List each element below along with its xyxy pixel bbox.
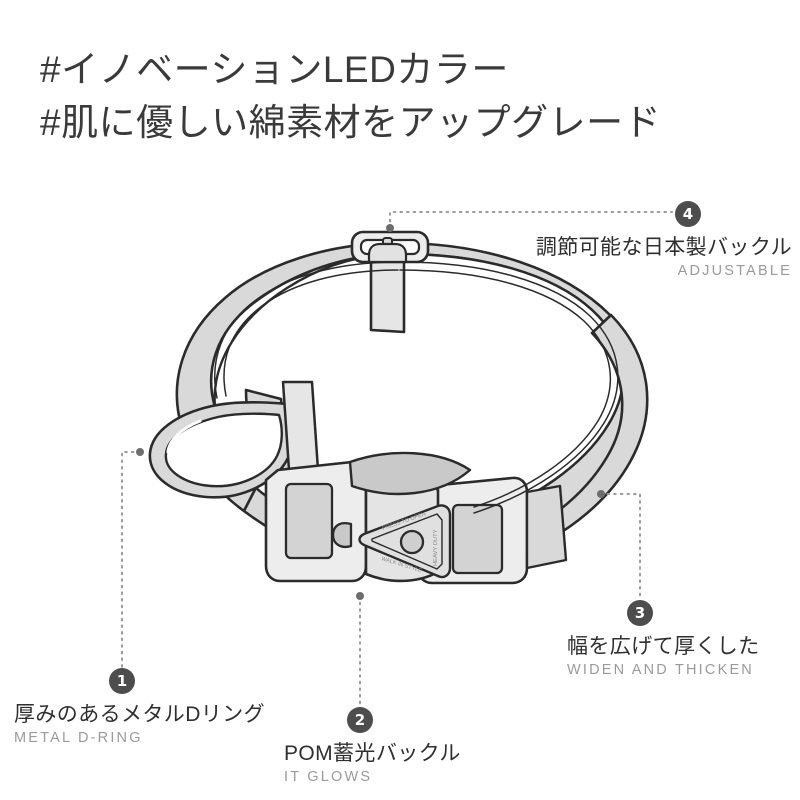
buckle-brand-plate: [358, 504, 452, 579]
buckle-plate-bevel: [371, 513, 443, 570]
strap-band: [175, 241, 648, 564]
leader-dot-4: [386, 224, 394, 232]
page-title: #イノベーションLEDカラー #肌に優しい綿素材をアップグレード: [40, 44, 780, 149]
d-ring-outer: [148, 400, 294, 499]
adjuster-center-bar: [382, 237, 393, 258]
leader-line-4: [389, 211, 673, 229]
buckle-male-body: [264, 460, 368, 583]
callout-badge-3: 3: [627, 600, 653, 626]
callout-4-title: 調節可能な日本製バックル: [535, 236, 792, 259]
buckle-center-rivet: [399, 529, 425, 555]
metal-d-ring: [148, 380, 320, 499]
buckle-female-window: [451, 503, 504, 575]
callout-badge-1: 1: [109, 668, 135, 694]
headline-line-1: #イノベーションLEDカラー: [40, 49, 509, 90]
headline-line-2: #肌に優しい綿素材をアップグレード: [40, 101, 662, 143]
strap-thickness-lines: [213, 261, 619, 514]
callout-4-subtitle: ADJUSTABLE: [677, 263, 792, 280]
callout-2: POM蓄光バックル IT GLOWS: [284, 741, 461, 789]
d-ring-highlight: [166, 419, 202, 454]
leader-dot-3: [597, 490, 605, 498]
strap-far-right: [395, 241, 648, 564]
leader-line-1: [121, 451, 141, 669]
strap-bottom-left: [242, 472, 347, 562]
buckle-center-bridge: [364, 472, 440, 583]
adjuster-frame-slot: [359, 238, 421, 256]
d-ring-keeper: [281, 380, 320, 472]
buckle-male-window: [284, 482, 334, 560]
plate-text-side: HEAVY DUTY: [433, 529, 439, 566]
callout-3-title: 幅を広げて厚くした: [567, 635, 760, 658]
callout-1-title: 厚みのあるメタルDリング: [14, 703, 265, 726]
thickness-line-right-2: [399, 269, 611, 508]
callout-3-subtitle: WIDEN AND THICKEN: [567, 662, 754, 679]
thickness-line-left-1: [213, 261, 399, 399]
strap-near-front: [244, 313, 649, 562]
collar-group: PRESS TO OPEN WALK IN STYLE HEAVY DUTY: [148, 230, 649, 585]
callout-1-subtitle: METAL D-RING: [14, 730, 143, 747]
callout-badge-2: 2: [347, 707, 373, 733]
near-strap-left: [244, 388, 350, 518]
d-ring-inner: [164, 412, 283, 488]
callout-2-title: POM蓄光バックル: [284, 742, 461, 765]
callout-1: 厚みのあるメタルDリング METAL D-RING: [14, 702, 265, 750]
callout-3: 幅を広げて厚くした WIDEN AND THICKEN: [567, 634, 760, 682]
leader-dot-2: [356, 592, 364, 600]
callout-2-subtitle: IT GLOWS: [284, 769, 373, 786]
adjuster-strap-tail: [369, 250, 406, 334]
buckle-release-arm-left: [331, 522, 353, 548]
callout-4: 調節可能な日本製バックル ADJUSTABLE: [536, 235, 792, 283]
buckle-top-strap-shadow: [348, 451, 472, 496]
strap-far-left: [175, 241, 402, 513]
near-strap-right: [494, 313, 649, 562]
plate-text-top: PRESS TO OPEN: [382, 511, 427, 531]
strap-inner-opening: [213, 252, 625, 536]
plate-text-bottom: WALK IN STYLE: [380, 556, 422, 574]
thickness-line-left-2: [223, 269, 399, 397]
leader-line-3: [600, 493, 641, 601]
buckle-plate-engraving: PRESS TO OPEN WALK IN STYLE HEAVY DUTY: [380, 511, 439, 574]
buckle-female-housing: [416, 476, 529, 585]
adjuster-strap-wrap: [367, 242, 408, 264]
buckle-exit-strap: [525, 484, 568, 570]
thickness-line-right-1: [399, 261, 619, 514]
adjuster-frame-outer: [350, 230, 430, 264]
callout-badge-4: 4: [675, 201, 701, 227]
side-release-buckle: PRESS TO OPEN WALK IN STYLE HEAVY DUTY: [264, 451, 568, 585]
leader-dot-1: [136, 448, 144, 456]
adjuster-slider: [350, 230, 430, 334]
